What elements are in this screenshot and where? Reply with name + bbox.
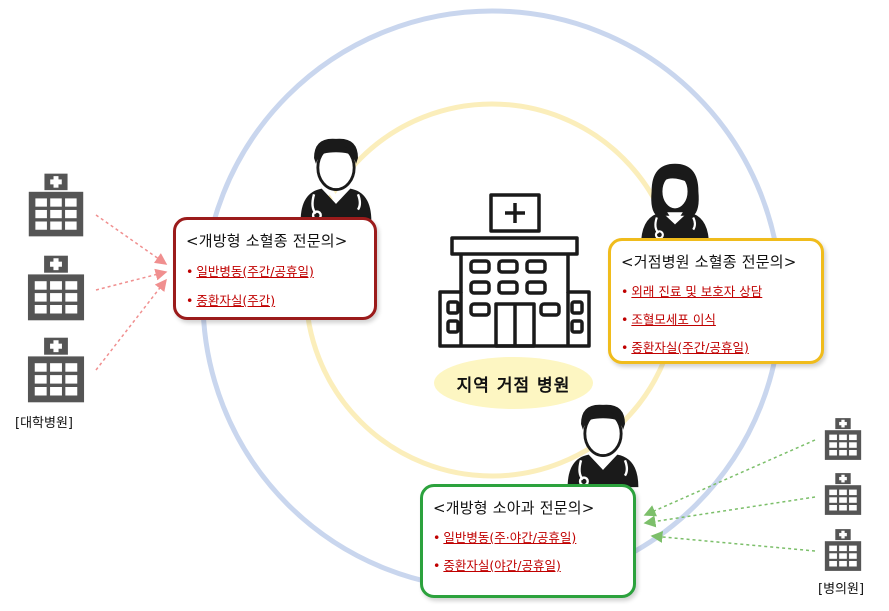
arrow [95,278,167,371]
hub-hospital-icon [438,193,591,348]
duty-list: •일반병동(주·야간/공휴일) •중환자실(야간/공휴일) [433,527,633,574]
female-doctor-icon [639,162,711,242]
box-title: <개방형 소혈종 전문의> [186,232,348,250]
clinic-icon [824,473,862,515]
box-title: <거점병원 소혈종 전문의> [621,253,797,271]
arrow [95,214,168,265]
hospital-icon [27,255,85,321]
clinic-label: [병의원] [818,582,865,597]
open-pediatrics-specialist-box: <개방형 소아과 전문의> •일반병동(주·야간/공휴일) •중환자실(야간/공… [420,484,636,598]
box-title: <개방형 소아과 전문의> [433,499,595,517]
clinic-icon [824,529,862,571]
arrow [643,496,816,528]
list-item: •중환자실(주간/공휴일) [621,340,749,355]
university-hospital-label: [대학병원] [15,416,73,431]
list-item: •일반병동(주·야간/공휴일) [433,530,577,545]
hospital-icon [27,337,85,403]
arrow [643,439,816,517]
arrow [95,268,168,291]
list-item: •조혈모세포 이식 [621,312,716,327]
list-item: •일반병동(주간/공휴일) [186,264,314,279]
hub-hospital-label: 지역 거점 병원 [434,357,593,409]
duty-list: •일반병동(주간/공휴일) •중환자실(주간) [186,261,374,309]
hub-hospital-subspecialist-box: <거점병원 소혈종 전문의> •외래 진료 및 보호자 상담 •조혈모세포 이식… [608,238,824,364]
list-item: •중환자실(야간/공휴일) [433,558,561,573]
male-doctor-icon [299,137,373,223]
duty-list: •외래 진료 및 보호자 상담 •조혈모세포 이식 •중환자실(주간/공휴일) [621,281,821,356]
clinic-icon [824,418,862,460]
hospital-icon [28,173,84,237]
open-pediatric-subspecialist-box: <개방형 소혈종 전문의> •일반병동(주간/공휴일) •중환자실(주간) [173,217,377,320]
list-item: •외래 진료 및 보호자 상담 [621,284,763,299]
list-item: •중환자실(주간) [186,293,276,308]
arrow [650,530,816,552]
